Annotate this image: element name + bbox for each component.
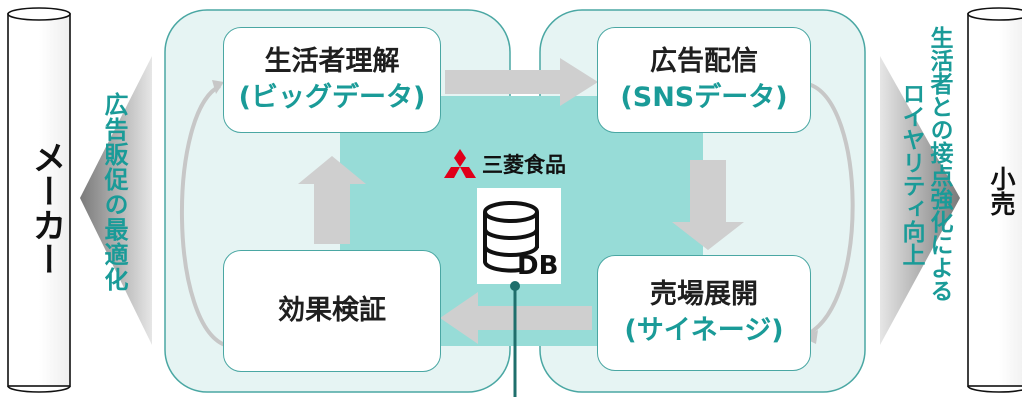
right-arrow-text-col1: 生活者との接点強化による	[926, 26, 952, 302]
box-store-development-subtitle: (サイネージ)	[624, 315, 784, 346]
db-label: DB	[517, 251, 559, 281]
arrow-right-top	[445, 58, 598, 106]
left-arrow-text: 広告販促の最適化	[100, 92, 128, 292]
right-arrow-text-col2: ロイヤリティ向上	[898, 82, 924, 266]
box-ad-delivery: 広告配信 (SNSデータ)	[597, 27, 811, 133]
box-ad-delivery-subtitle: (SNSデータ)	[620, 82, 788, 113]
curve-arrow-right	[807, 82, 855, 336]
left-pillar	[7, 7, 71, 393]
left-gray-arrow	[80, 56, 152, 345]
right-gray-arrow	[880, 56, 960, 345]
box-store-development: 売場展開 (サイネージ)	[597, 255, 811, 371]
retail-label: 小売	[987, 166, 1016, 216]
arrow-up-left	[298, 156, 366, 244]
box-effect-verification: 効果検証	[223, 250, 441, 372]
box-consumer-understanding: 生活者理解 (ビッグデータ)	[223, 27, 441, 133]
box-consumer-understanding-subtitle: (ビッグデータ)	[238, 82, 426, 113]
right-pillar	[967, 7, 1022, 393]
curve-arrow-left	[179, 84, 229, 348]
box-consumer-understanding-title: 生活者理解	[264, 45, 400, 77]
mitsubishi-logo-icon	[444, 149, 476, 178]
box-ad-delivery-title: 広告配信	[650, 45, 758, 77]
mitsubishi-logo: 三菱食品	[482, 150, 566, 178]
arrow-down-right	[672, 160, 744, 250]
box-effect-verification-title: 効果検証	[278, 294, 386, 326]
maker-label: メーカー	[26, 140, 66, 276]
db-icon	[483, 201, 539, 273]
box-store-development-title: 売場展開	[650, 278, 758, 310]
mitsubishi-logo-text: 三菱食品	[482, 153, 566, 177]
db-connector-dot	[510, 281, 520, 291]
